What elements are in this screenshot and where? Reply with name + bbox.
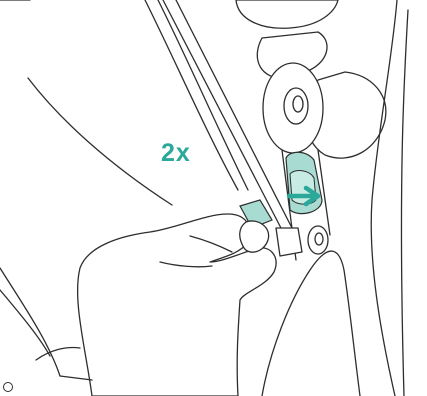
hand-thumb <box>240 221 269 252</box>
cushion-top <box>236 0 338 28</box>
lower-pivot <box>308 226 328 254</box>
seat-right-edge <box>401 10 408 396</box>
lower-cushion-line-3 <box>36 348 80 361</box>
lower-cushion-line-4 <box>60 376 92 380</box>
lower-cushion-line-2 <box>0 290 50 356</box>
leg-outline <box>262 251 360 396</box>
lower-cushion-line-1 <box>0 268 60 376</box>
seat-contour-left <box>28 78 172 205</box>
seat-back-edge <box>371 0 397 396</box>
corner-mark <box>3 382 13 392</box>
repeat-count-label: 2x <box>161 141 191 166</box>
lower-clip <box>276 228 302 256</box>
